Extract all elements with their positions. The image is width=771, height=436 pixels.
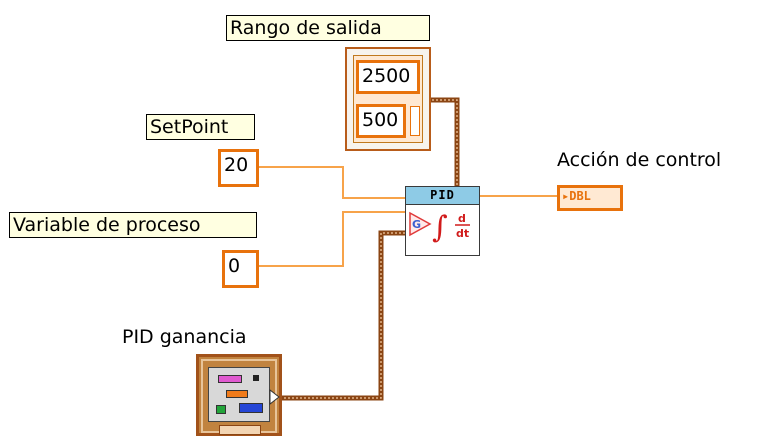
cluster-terminal-arrow-icon: [269, 389, 280, 405]
rango-salida-label: Rango de salida: [226, 15, 430, 41]
svg-text:dt: dt: [456, 227, 469, 240]
rango-salida-min-input[interactable]: 500: [356, 104, 406, 138]
dbl-indicator-text: ▸DBL: [562, 189, 591, 203]
pid-ganancia-label-text: PID ganancia: [122, 326, 247, 348]
svg-text:d: d: [458, 212, 466, 225]
pid-ganancia-cluster[interactable]: [196, 354, 282, 436]
setpoint-wire: [259, 166, 405, 199]
setpoint-label: SetPoint: [146, 114, 255, 140]
rango-salida-array-frame: 2500 500: [353, 55, 423, 143]
accion-control-label-text: Acción de control: [557, 149, 722, 171]
svg-text:∫: ∫: [432, 210, 448, 245]
setpoint-input[interactable]: 20: [218, 149, 259, 187]
rango-salida-label-text: Rango de salida: [230, 17, 382, 39]
rango-salida-max-input[interactable]: 2500: [356, 60, 420, 94]
cluster-bottom-tag: [219, 425, 261, 435]
pid-vi-header-text: PID: [430, 188, 455, 202]
array-scroll-indicator: [410, 106, 420, 136]
svg-text:G: G: [412, 218, 421, 231]
pid-ganancia-label: PID ganancia: [122, 325, 247, 349]
rango-salida-wire: [428, 97, 460, 186]
rango-salida-array[interactable]: 2500 500: [345, 47, 431, 151]
variable-proceso-label: Variable de proceso: [9, 212, 257, 238]
pid-vi-header: PID: [406, 187, 479, 205]
pid-integral-derivative-icon: G ∫ d dt: [409, 210, 470, 245]
cluster-element-blue: [239, 403, 263, 413]
rango-salida-max-value: 2500: [362, 65, 411, 87]
variable-proceso-label-text: Variable de proceso: [13, 214, 201, 236]
variable-proceso-value: 0: [228, 255, 241, 277]
cluster-icon-panel: [208, 367, 270, 422]
setpoint-value: 20: [224, 154, 249, 176]
cluster-element-orange: [226, 390, 248, 398]
accion-control-indicator[interactable]: ▸DBL: [557, 185, 623, 211]
pid-vi-body: G ∫ d dt: [406, 205, 479, 250]
cluster-element-dot: [253, 375, 259, 381]
accion-control-label: Acción de control: [557, 148, 721, 172]
setpoint-label-text: SetPoint: [150, 116, 229, 138]
pid-vi[interactable]: PID G ∫ d dt: [405, 186, 480, 256]
cluster-element-green: [216, 405, 226, 414]
rango-salida-min-value: 500: [362, 109, 399, 131]
cluster-element-pink: [218, 375, 242, 383]
variable-proceso-wire: [259, 211, 405, 267]
variable-proceso-input[interactable]: 0: [222, 250, 259, 288]
